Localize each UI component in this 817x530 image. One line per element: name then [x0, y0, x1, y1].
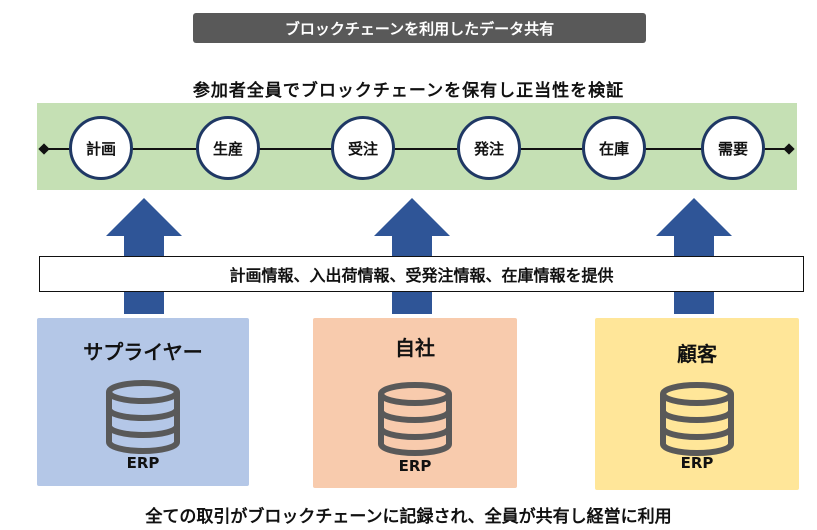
database-icon	[106, 380, 180, 454]
party-customer: 顧客 ERP	[595, 318, 799, 490]
party-supplier-erp: ERP	[126, 454, 160, 472]
shared-info-text: 計画情報、入出荷情報、受発注情報、在庫情報を提供	[229, 266, 614, 285]
chain-node-order-placed: 発注	[457, 116, 521, 180]
party-supplier: サプライヤー ERP	[37, 318, 249, 486]
diagram-subtitle: 参加者全員でブロックチェーンを保有し正当性を検証	[192, 81, 625, 101]
database-icon	[660, 382, 734, 456]
chain-node-plan: 計画	[69, 116, 133, 180]
party-own-company-name: 自社	[395, 336, 435, 360]
chain-node-inventory: 在庫	[582, 116, 646, 180]
party-customer-name: 顧客	[677, 342, 717, 366]
party-supplier-name: サプライヤー	[83, 340, 203, 364]
chain-node-production: 生産	[196, 116, 260, 180]
chain-node-demand: 需要	[701, 116, 765, 180]
party-customer-erp: ERP	[680, 454, 714, 472]
party-own-company-erp: ERP	[398, 457, 432, 475]
blockchain-line	[44, 148, 790, 150]
party-own-company: 自社 ERP	[313, 318, 517, 488]
shared-info-bar: 計画情報、入出荷情報、受発注情報、在庫情報を提供	[39, 256, 804, 292]
diagram-title: ブロックチェーンを利用したデータ共有	[193, 13, 646, 43]
diagram-footer: 全ての取引がブロックチェーンに記録され、全員が共有し経営に利用	[145, 507, 672, 527]
database-icon	[378, 382, 452, 456]
blockchain-band	[37, 103, 797, 190]
chain-node-order-received: 受注	[331, 116, 395, 180]
